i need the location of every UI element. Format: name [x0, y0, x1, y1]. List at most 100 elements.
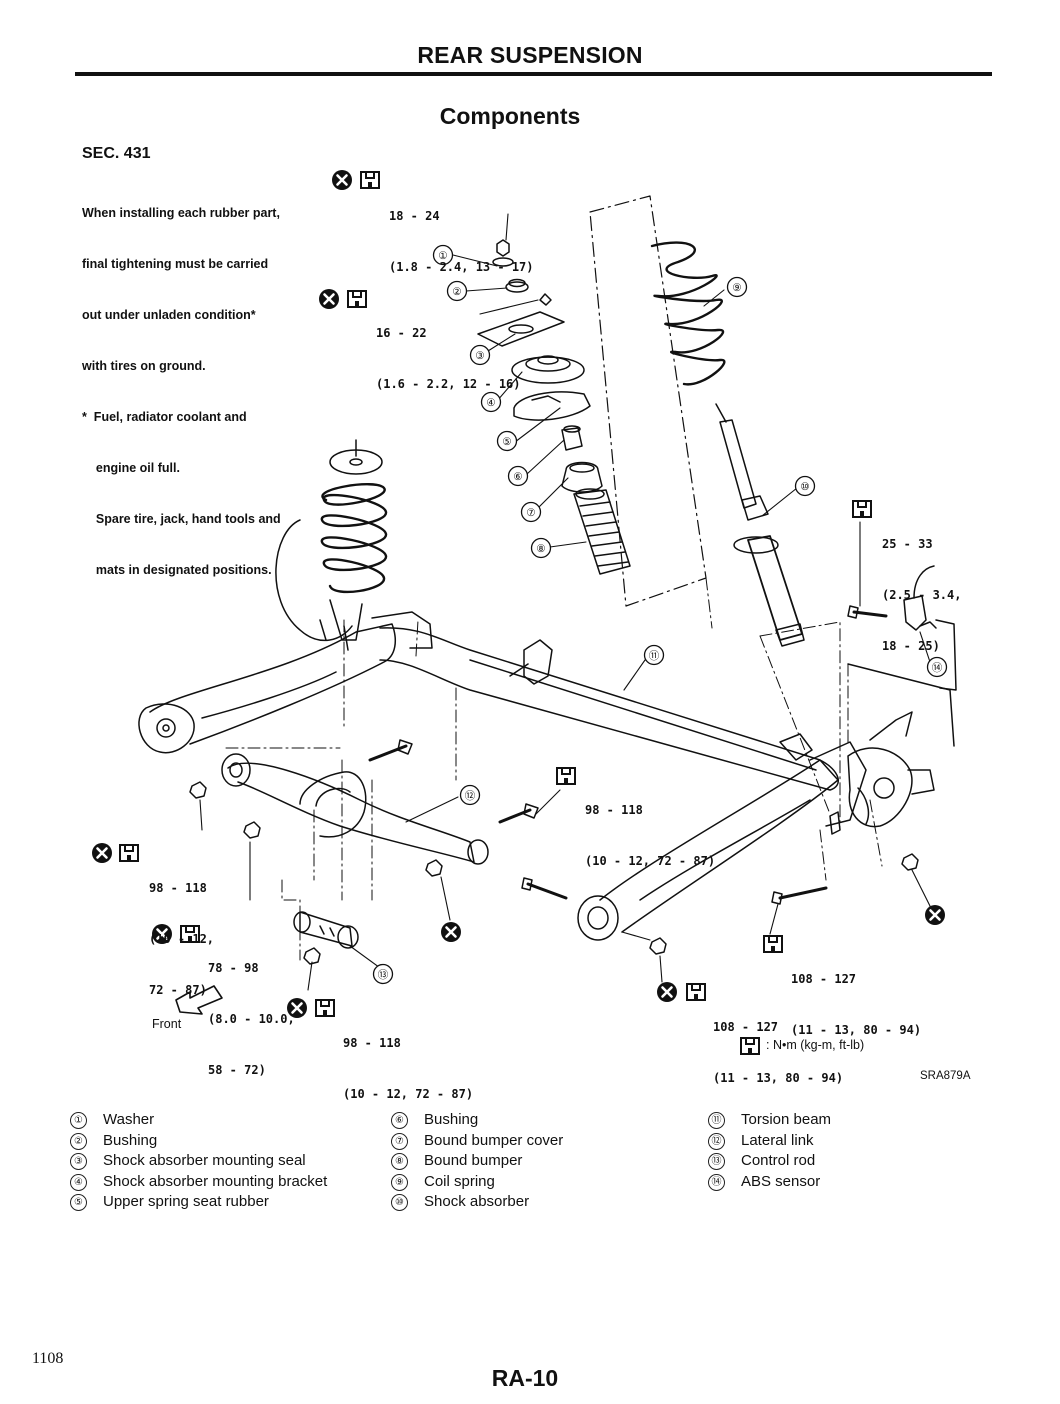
- torque-spec-1: 18 - 24 (1.8 - 2.4, 13 - 17): [389, 174, 534, 293]
- assembled-strut: [275, 439, 388, 651]
- torque-value: 98 - 118: [585, 803, 643, 817]
- callout-1: ①: [432, 244, 454, 266]
- legend-item: ⑧ Bound bumper: [391, 1151, 563, 1172]
- do-not-reuse-icon: [923, 903, 947, 927]
- legend-item: ④ Shock absorber mounting bracket: [70, 1172, 327, 1193]
- callout-2: ②: [446, 280, 468, 302]
- legend-label: Shock absorber mounting seal: [103, 1152, 306, 1169]
- torque-value: 98 - 118: [149, 881, 207, 895]
- callout-13: ⑬: [372, 963, 394, 985]
- do-not-reuse-icon: [655, 980, 679, 1004]
- torque-spec-9: 108 - 127 (11 - 13, 80 - 94): [713, 985, 843, 1104]
- callouts: ① ② ③ ④ ⑤ ⑥ ⑦ ⑧ ⑨ ⑩ ⑪ ⑫ ⑬ ⑭: [372, 244, 948, 985]
- torque-wrench-icon: [119, 844, 139, 862]
- torque-wrench-icon: [556, 767, 576, 785]
- legend-label: Shock absorber: [424, 1193, 530, 1210]
- torque-unit-legend: : N•m (kg-m, ft-lb): [766, 1038, 865, 1052]
- legend-label: Bushing: [103, 1131, 158, 1149]
- svg-text:⑪: ⑪: [649, 650, 660, 662]
- callout-7: ⑦: [520, 501, 542, 523]
- fasteners: [189, 605, 919, 965]
- legend-label: Bound bumper cover: [424, 1131, 564, 1149]
- legend-label: Upper spring seat rubber: [103, 1193, 269, 1210]
- torque-value: (11 - 13, 80 - 94): [791, 1023, 922, 1037]
- legend-number: ⑤: [70, 1194, 87, 1211]
- legend-number: ①: [70, 1112, 87, 1129]
- torque-spec-7: 98 - 118 (10 - 12, 72 - 87): [343, 1001, 473, 1120]
- torque-value: 18 - 25): [882, 639, 940, 653]
- legend-number: ⑬: [708, 1153, 725, 1170]
- legend-number: ⑭: [708, 1173, 725, 1191]
- legend-number: ⑨: [391, 1173, 408, 1191]
- torque-value: 58 - 72): [208, 1063, 266, 1077]
- callout-3: ③: [469, 344, 491, 366]
- svg-text:②: ②: [452, 286, 462, 298]
- suspension-diagram: ① ② ③ ④ ⑤ ⑥ ⑦ ⑧ ⑨ ⑩ ⑪ ⑫ ⑬ ⑭: [90, 168, 957, 1055]
- svg-text:⑥: ⑥: [513, 471, 523, 483]
- torque-value: (1.8 - 2.4, 13 - 17): [389, 260, 534, 274]
- torque-value: (8.0 - 10.0,: [208, 1012, 295, 1026]
- legend-number: ⑧: [391, 1153, 408, 1170]
- torque-wrench-icon: [315, 999, 335, 1017]
- legend-number: ④: [70, 1173, 87, 1191]
- guide-lines: [225, 577, 883, 961]
- torque-value: 18 - 24: [389, 209, 440, 223]
- callout-11: ⑪: [643, 644, 665, 666]
- legend-label: ABS sensor: [741, 1172, 821, 1190]
- torque-value: 72 - 87): [149, 983, 207, 997]
- legend-item: ⑤ Upper spring seat rubber: [70, 1192, 327, 1213]
- torque-value: 25 - 33: [882, 537, 933, 551]
- note-line: When installing each rubber part,: [82, 206, 280, 220]
- svg-text:③: ③: [475, 350, 485, 362]
- note-line: engine oil full.: [82, 461, 180, 475]
- torque-value: 108 - 127: [791, 972, 857, 986]
- page-code: RA-10: [491, 1365, 559, 1391]
- svg-text:④: ④: [486, 397, 496, 409]
- svg-text:⑭: ⑭: [932, 662, 943, 674]
- legend-label: Coil spring: [424, 1172, 495, 1190]
- svg-text:⑫: ⑫: [465, 790, 476, 802]
- torque-spec-8: 108 - 127 (11 - 13, 80 - 94): [791, 937, 921, 1056]
- svg-text:⑩: ⑩: [800, 481, 810, 493]
- coil-spring: [650, 241, 726, 386]
- torque-wrench-icon: [347, 290, 367, 308]
- legend-item: ⑨ Coil spring: [391, 1172, 563, 1193]
- torque-value: (11 - 13, 80 - 94): [713, 1071, 844, 1085]
- svg-text:⑨: ⑨: [732, 282, 742, 294]
- note-line: final tightening must be carried: [82, 257, 269, 271]
- torque-spec-2: 16 - 22 (1.6 - 2.2, 12 - 16): [376, 291, 521, 410]
- legend-label: Bound bumper: [424, 1152, 523, 1169]
- section-title: Components: [439, 103, 581, 129]
- callout-14: ⑭: [926, 656, 948, 678]
- note-line: out under unladen condition*: [82, 308, 256, 322]
- svg-text:⑦: ⑦: [526, 507, 536, 519]
- torque-spec-3: 25 - 33 (2.5 - 3.4, 18 - 25): [882, 502, 961, 672]
- section-code: SEC. 431: [82, 145, 151, 162]
- trailing-arm-right: [577, 711, 935, 941]
- svg-text:⑧: ⑧: [536, 543, 546, 555]
- torque-spec-5: 98 - 118 (10 - 12, 72 - 87): [149, 846, 214, 1016]
- legend-label: Shock absorber mounting bracket: [103, 1172, 328, 1190]
- page-title: REAR SUSPENSION: [417, 42, 643, 68]
- legend-number: ②: [70, 1132, 87, 1150]
- torsion-beam: [138, 611, 840, 791]
- svg-text:⑬: ⑬: [378, 969, 389, 981]
- note-line: mats in designated positions.: [82, 563, 272, 577]
- front-arrow: [175, 985, 223, 1015]
- legend-number: ⑪: [708, 1112, 725, 1129]
- torque-value: (2.5 - 3.4,: [882, 588, 962, 602]
- torque-value: (10 - 12,: [149, 932, 215, 946]
- control-rod: [293, 911, 359, 949]
- torque-value: 108 - 127: [713, 1020, 779, 1034]
